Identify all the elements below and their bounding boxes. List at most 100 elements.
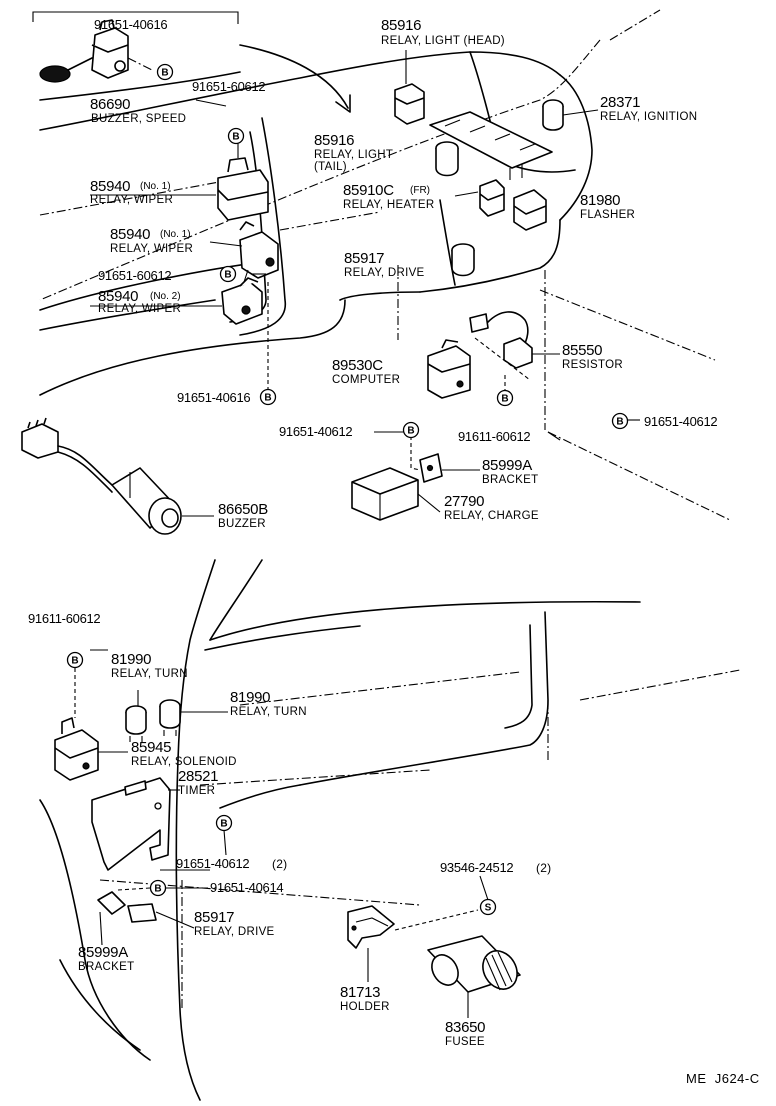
drive-relay-upper-part [451,243,475,277]
part-86650b-number: 86650B [218,501,268,518]
wiper-relay-1b-part [239,221,279,279]
bolt-marker: B [149,879,167,897]
part-85916-tail-sub: (TAIL) [314,161,347,173]
part-86650b-name: BUZZER [218,518,266,530]
buzzer-part [21,417,214,535]
part-91651-40612-right-number: 91651-40612 [644,414,718,429]
resistor-part [469,311,560,390]
light-relay-head-part [394,50,425,125]
part-85550-name: RESISTOR [562,359,623,371]
part-89530c-name: COMPUTER [332,374,401,386]
part-91651-40612-mid-number: 91651-40612 [279,424,353,439]
ignition-relay-part [542,99,599,131]
fusee-part [427,935,521,1018]
part-85917-upper-number: 85917 [344,250,385,267]
part-28371-number: 28371 [600,94,641,111]
svg-text:B: B [264,393,271,404]
part-85945-number: 85945 [131,739,172,756]
part-28521-name: TIMER [178,785,216,797]
computer-part [427,339,471,399]
relay-block-plate [429,111,553,180]
part-85916-tail-number: 85916 [314,132,355,149]
part-91651-40612-lower-number: 91651-40612 [176,856,250,871]
part-85917-upper-name: RELAY, DRIVE [344,267,425,279]
part-85917-lower-name: RELAY, DRIVE [194,926,275,938]
part-81980-number: 81980 [580,192,621,209]
svg-text:B: B [154,884,161,895]
part-91651-40612-lower-qty: (2) [272,857,288,871]
part-85999a-upper-name: BRACKET [482,474,539,486]
part-28371-name: RELAY, IGNITION [600,111,698,123]
bracket-upper-part [410,436,480,483]
buzzer-speed-part [39,19,153,83]
part-85940-no1-a-sub: (No. 1) [140,181,171,192]
turn-relay-1-part [125,690,147,742]
part-85999a-lower-number: 85999A [78,944,128,961]
solenoid-relay-part [54,668,128,781]
flasher-part [513,189,547,231]
bolt-marker: B [215,814,233,832]
light-relay-tail-part [435,141,459,177]
part-83650-name: FUSEE [445,1036,485,1048]
part-85940-no1-a-number: 85940 [90,178,131,195]
part-91651-60612-a-number: 91651-60612 [192,79,266,94]
part-85945-name: RELAY, SOLENOID [131,756,237,768]
bolt-marker: B [402,421,420,439]
part-85940-no1-b-sub: (No. 1) [160,229,191,240]
part-91651-60612-b-number: 91651-60612 [98,268,172,283]
svg-text:B: B [224,270,231,281]
svg-text:B: B [232,132,239,143]
bolt-marker: B [66,651,84,669]
part-91651-40616-b-number: 91651-40616 [177,390,251,405]
part-86690-number: 86690 [90,96,131,113]
bolt-marker: B [259,388,277,406]
bolt-marker: B [219,265,237,283]
part-89530c-number: 89530C [332,357,383,374]
turn-relay-2-part [159,699,228,736]
part-85999a-lower-name: BRACKET [78,961,135,973]
part-81990-b-name: RELAY, TURN [230,706,307,718]
part-85916-head-number: 85916 [381,17,422,34]
group-bracket-line [32,11,239,24]
svg-text:B: B [501,394,508,405]
part-91651-40614-number: 91651-40614 [210,880,284,895]
part-93546-24512-qty: (2) [536,861,552,875]
timer-part [91,777,180,871]
part-81990-a-number: 81990 [111,651,152,668]
part-86690-name: BUZZER, SPEED [91,113,187,125]
charge-relay-part [351,467,441,521]
svg-text:B: B [71,656,78,667]
part-85940-no2-sub: (No. 2) [150,291,181,302]
part-85916-tail-name: RELAY, LIGHT [314,149,394,161]
part-85940-no1-a-name: RELAY, WIPER [90,194,174,206]
part-81713-name: HOLDER [340,1001,390,1013]
part-81990-a-name: RELAY, TURN [111,668,188,680]
part-85940-no2-name: RELAY, WIPER [98,303,182,315]
part-85940-no1-b-number: 85940 [110,226,151,243]
part-85916-head-name: RELAY, LIGHT (HEAD) [381,35,505,47]
svg-text:B: B [407,426,414,437]
svg-text:B: B [220,819,227,830]
svg-text:S: S [485,903,492,914]
part-81990-b-number: 81990 [230,689,271,706]
part-85910c-number: 85910C [343,182,394,199]
holder-part [347,905,479,982]
part-85940-no1-b-name: RELAY, WIPER [110,243,194,255]
part-85917-lower-number: 85917 [194,909,235,926]
part-91611-60612-lower-number: 91611-60612 [28,611,101,626]
wiper-relay-2-part [221,277,269,390]
svg-text:B: B [616,417,623,428]
part-28521-number: 28521 [178,768,219,785]
part-27790-name: RELAY, CHARGE [444,510,539,522]
part-85910c-sub: (FR) [410,185,430,196]
part-93546-24512-number: 93546-24512 [440,860,514,875]
wiper-relay-1-part [217,140,269,221]
drive-relay-lower-part [97,887,195,946]
bolt-marker: B [156,63,174,81]
part-81713-number: 81713 [340,984,381,1001]
leader-lines [90,99,640,901]
bolt-marker: B [227,127,245,145]
lower-body-outline [39,559,741,1101]
drawing-code: ME J624-C [686,1071,760,1086]
